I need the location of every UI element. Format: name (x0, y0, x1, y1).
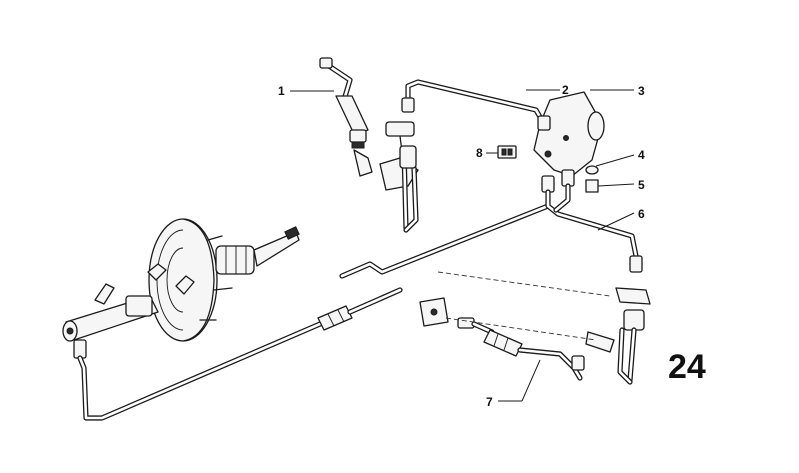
part-4-washer (585, 165, 599, 175)
part-8-connector (497, 145, 517, 159)
brake-booster-assembly (148, 218, 300, 342)
part-3-brake-distributor (533, 91, 605, 177)
callout-1: 1 (278, 84, 285, 98)
callout-7: 7 (486, 395, 493, 409)
part-5-bolt (585, 179, 599, 193)
callout-6: 6 (638, 207, 645, 221)
callout-5: 5 (638, 178, 645, 192)
master-cylinder (62, 263, 195, 359)
brake-line-long (77, 287, 403, 421)
callout-leaders (290, 89, 635, 402)
diagram-group-number: 24 (668, 348, 706, 386)
part-1-brake-hose (319, 57, 373, 177)
part-2-brake-pipe (401, 79, 547, 127)
callout-8: 8 (476, 146, 483, 160)
callout-4: 4 (638, 148, 645, 162)
hose-bracket-fittings (379, 121, 419, 233)
callout-2: 2 (562, 83, 569, 97)
assembly-dashed-lines (437, 271, 611, 341)
brake-hose-right (585, 287, 651, 385)
callout-3: 3 (638, 84, 645, 98)
brake-line-center (339, 203, 551, 279)
part-6-brake-pipe (541, 169, 643, 273)
part-7-brake-hose (419, 297, 585, 381)
